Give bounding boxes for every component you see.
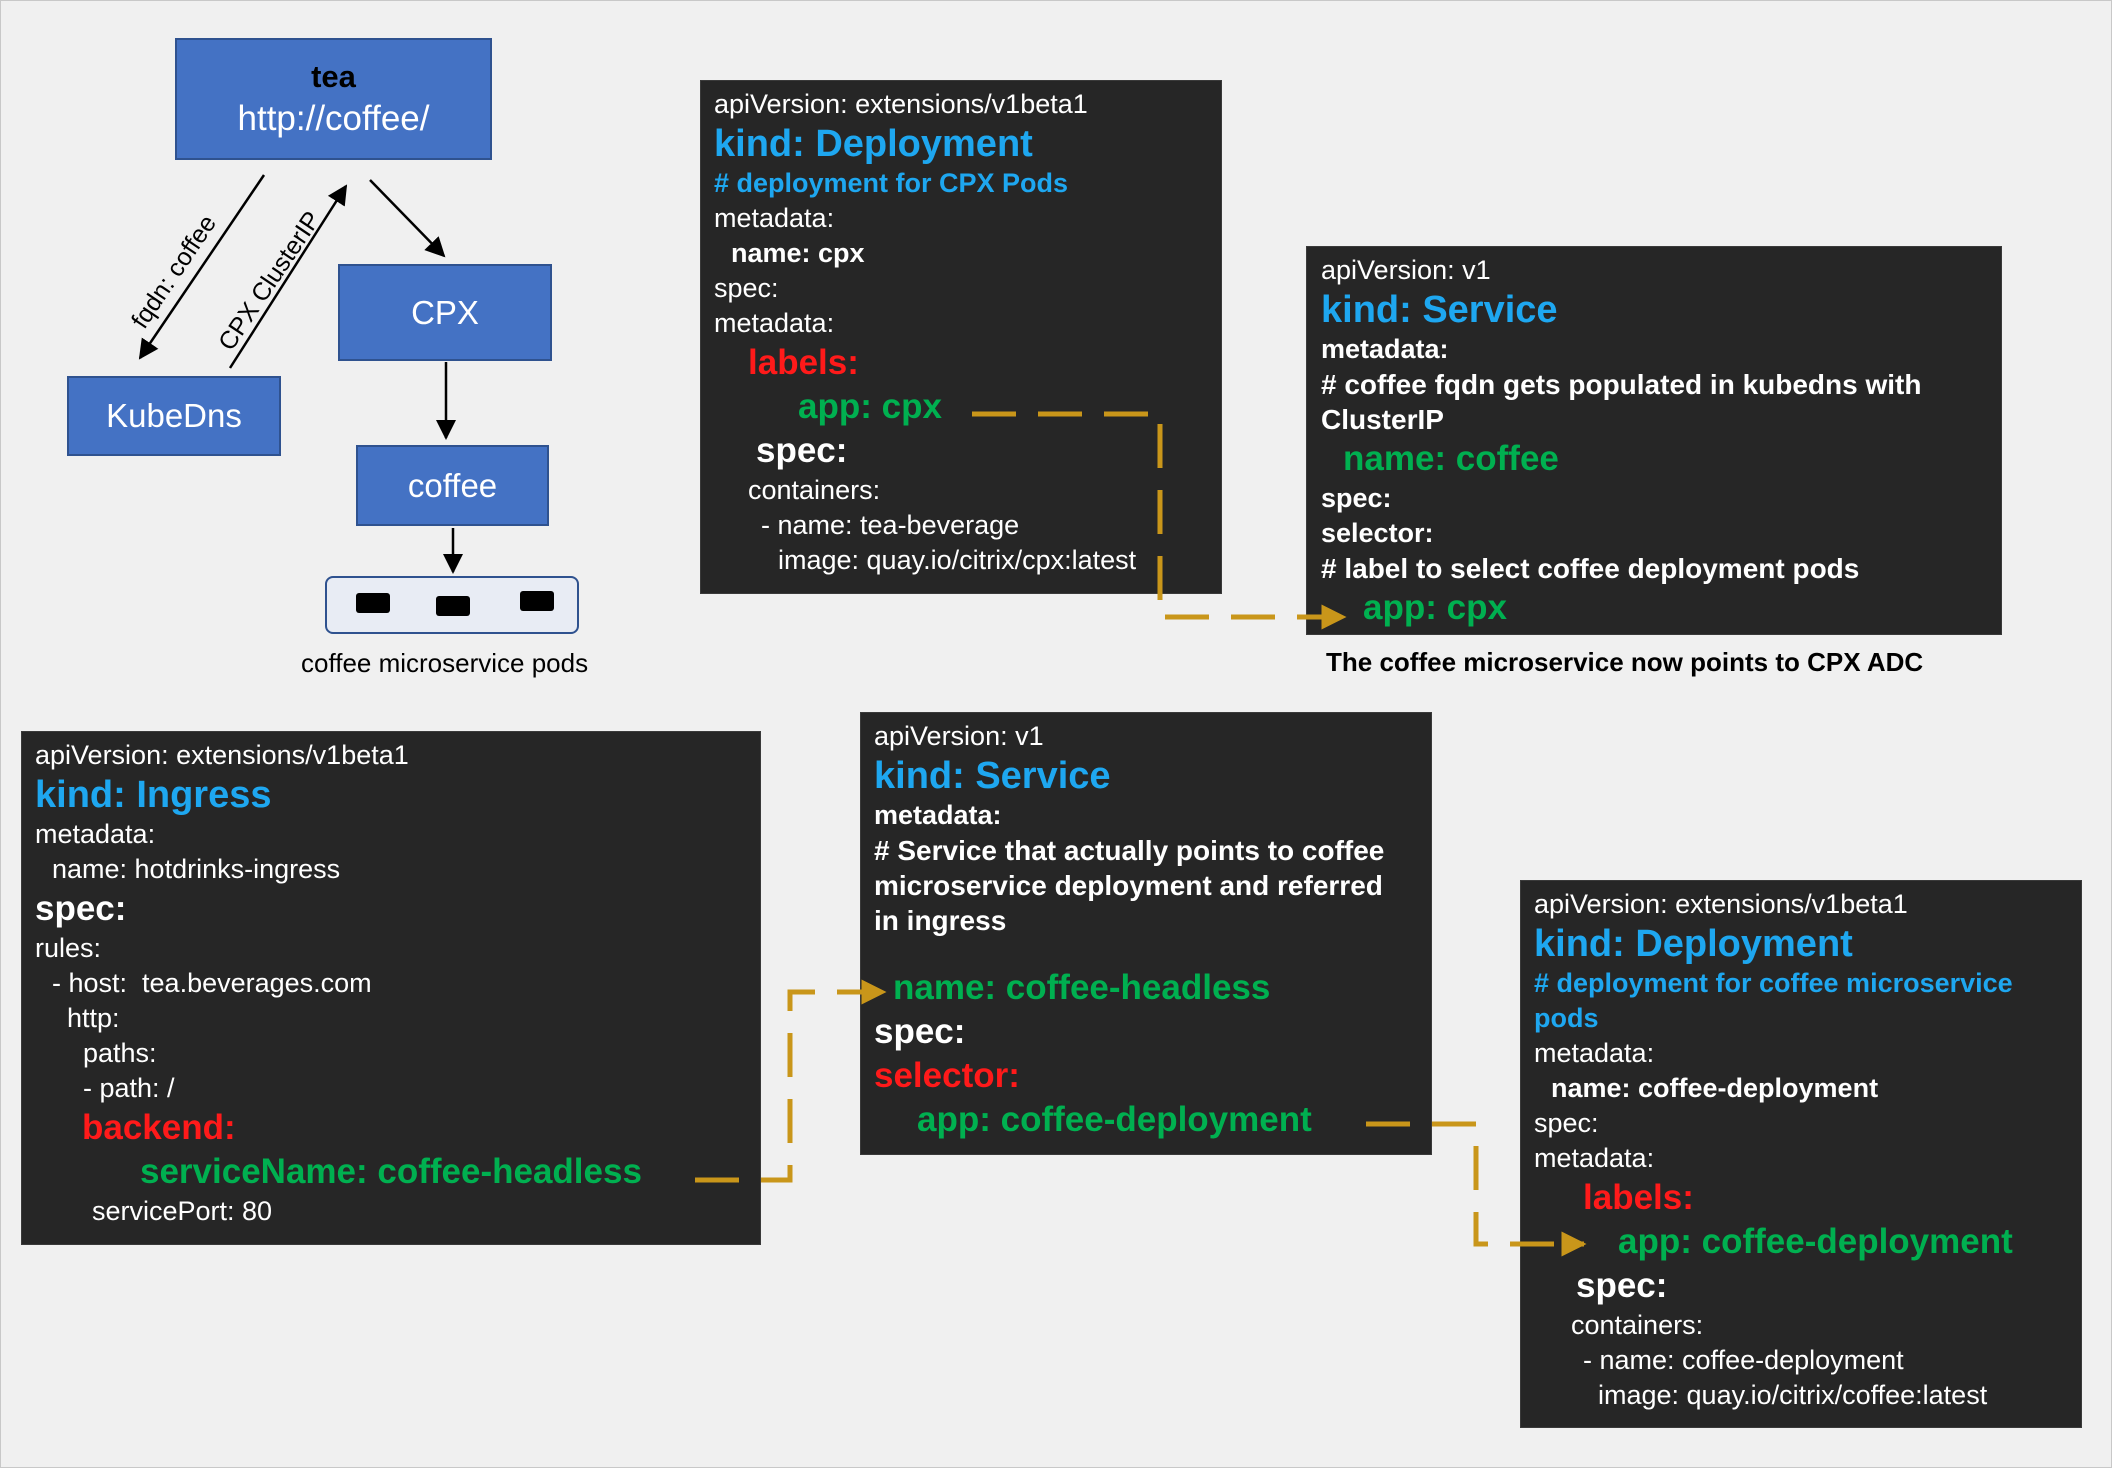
- coffee-service-panel: apiVersion: v1 kind: Service metadata: #…: [1306, 246, 2002, 635]
- coffee-service-caption: The coffee microservice now points to CP…: [1326, 647, 1924, 677]
- selector-key: selector:: [874, 1056, 1020, 1095]
- pod-icon: [520, 591, 554, 611]
- tea-box-url: http://coffee/: [237, 99, 430, 138]
- metadata-key: metadata:: [714, 203, 835, 233]
- name-value: name: coffee-headless: [893, 968, 1271, 1007]
- api-version: apiVersion: extensions/v1beta1: [1534, 889, 1908, 919]
- service-name: serviceName: coffee-headless: [140, 1152, 642, 1191]
- metadata-key: metadata:: [1321, 334, 1449, 364]
- name-value: name: hotdrinks-ingress: [52, 854, 341, 884]
- headless-service-panel: apiVersion: v1 kind: Service metadata: #…: [860, 712, 1432, 1155]
- api-version: apiVersion: v1: [1321, 255, 1491, 285]
- ingress-panel: apiVersion: extensions/v1beta1 kind: Ing…: [21, 731, 761, 1245]
- pods-container: [325, 576, 579, 634]
- spec-key-2: spec:: [756, 431, 848, 470]
- comment: # deployment for coffee microservice pod…: [1534, 968, 2013, 1033]
- container-name: - name: tea-beverage: [761, 510, 1020, 540]
- metadata-key: metadata:: [35, 819, 156, 849]
- metadata-key-2: metadata:: [1534, 1143, 1655, 1173]
- container-image: image: quay.io/citrix/coffee:latest: [1598, 1380, 1988, 1410]
- spec-key: spec:: [1321, 483, 1392, 513]
- cpx-box-label: CPX: [411, 293, 479, 331]
- containers-key: containers:: [748, 475, 881, 505]
- kind: kind: Service: [874, 755, 1111, 797]
- host-value: - host: tea.beverages.com: [52, 968, 372, 998]
- app-label: app: cpx: [798, 387, 942, 426]
- paths-key: paths:: [83, 1038, 157, 1068]
- coffee-deployment-panel: apiVersion: extensions/v1beta1 kind: Dep…: [1520, 880, 2082, 1428]
- service-port: servicePort: 80: [92, 1196, 273, 1226]
- container-name: - name: coffee-deployment: [1583, 1345, 1904, 1375]
- cpx-box: CPX: [338, 264, 552, 361]
- containers-key: containers:: [1571, 1310, 1704, 1340]
- path-value: - path: /: [83, 1073, 175, 1103]
- spec-key: spec:: [1534, 1108, 1599, 1138]
- cpx-deployment-panel: apiVersion: extensions/v1beta1 kind: Dep…: [700, 80, 1222, 594]
- backend-key: backend:: [82, 1108, 236, 1147]
- kind: kind: Service: [1321, 289, 1558, 331]
- kubedns-box: KubeDns: [67, 376, 281, 456]
- container-image: image: quay.io/citrix/cpx:latest: [778, 545, 1137, 575]
- name-value: name: cpx: [731, 238, 865, 268]
- spec-key: spec:: [35, 889, 127, 928]
- app-selector: app: cpx: [1363, 588, 1507, 627]
- selector-key: selector:: [1321, 518, 1434, 548]
- pod-icon: [356, 593, 390, 613]
- metadata-key: metadata:: [874, 800, 1002, 830]
- api-version: apiVersion: v1: [874, 721, 1044, 751]
- comment: # coffee fqdn gets populated in kubedns …: [1321, 369, 1922, 435]
- http-key: http:: [67, 1003, 120, 1033]
- kind: kind: Deployment: [714, 123, 1033, 165]
- pods-caption: coffee microservice pods: [301, 648, 589, 678]
- name-value: name: coffee-deployment: [1551, 1073, 1879, 1103]
- tea-box: tea http://coffee/: [175, 38, 492, 160]
- coffee-box-label: coffee: [407, 466, 498, 504]
- spec-key: spec:: [874, 1012, 966, 1051]
- app-label: app: coffee-deployment: [1618, 1222, 2013, 1261]
- name-value: name: coffee: [1343, 439, 1559, 478]
- kind: kind: Deployment: [1534, 923, 1853, 965]
- labels-key: labels:: [748, 343, 859, 382]
- kubedns-box-label: KubeDns: [106, 397, 242, 434]
- labels-key: labels:: [1583, 1178, 1694, 1217]
- tea-box-title: tea: [311, 59, 356, 94]
- api-version: apiVersion: extensions/v1beta1: [35, 740, 409, 770]
- comment: # Service that actually points to coffee…: [874, 835, 1385, 936]
- api-version: apiVersion: extensions/v1beta1: [714, 89, 1088, 119]
- pod-icon: [436, 596, 470, 616]
- comment: # deployment for CPX Pods: [714, 168, 1069, 198]
- spec-key-2: spec:: [1576, 1266, 1668, 1305]
- comment-2: # label to select coffee deployment pods: [1321, 553, 1860, 584]
- spec-key: spec:: [714, 273, 779, 303]
- app-selector: app: coffee-deployment: [917, 1100, 1312, 1139]
- metadata-key-2: metadata:: [714, 308, 835, 338]
- kind: kind: Ingress: [35, 774, 272, 816]
- metadata-key: metadata:: [1534, 1038, 1655, 1068]
- rules-key: rules:: [35, 933, 102, 963]
- coffee-box: coffee: [356, 445, 549, 526]
